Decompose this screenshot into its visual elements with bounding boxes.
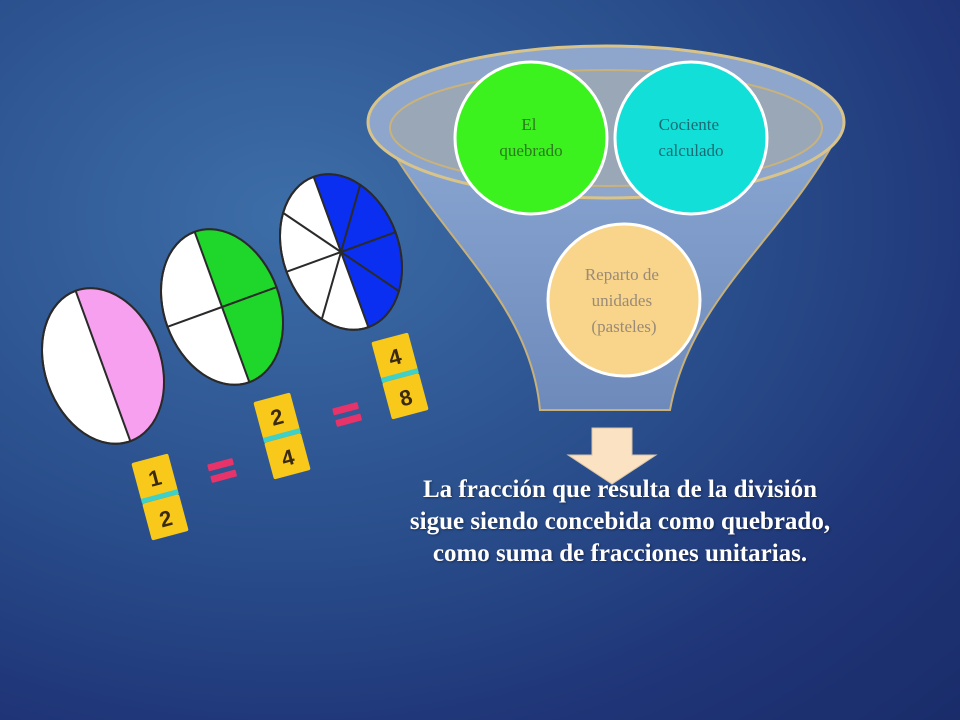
pie-divider: [340, 251, 370, 328]
fraction-card-denominator-box: [382, 373, 429, 420]
fraction-card-denominator-box: [142, 494, 189, 541]
funnel-item-cociente: Cociente calculado: [613, 60, 769, 216]
fraction-card-numerator-box: [253, 392, 300, 439]
pie-eighths: [279, 173, 403, 331]
pie-quarters: [160, 228, 284, 386]
pie-divider: [286, 251, 342, 273]
pie-rim: [279, 173, 403, 331]
pie-divider: [282, 212, 342, 253]
funnel-item-quebrado-label: El quebrado: [499, 115, 562, 160]
pie-divider: [221, 306, 251, 383]
fraction-card-numerator-box: [371, 332, 418, 379]
pie-slice-shaded: [341, 252, 399, 328]
fraction-card-2-4: 2 4: [253, 392, 311, 480]
equals-sign-1: [207, 458, 237, 483]
pie-divider: [221, 286, 277, 308]
equals-bar-bottom: [210, 469, 237, 483]
funnel-item-reparto: Reparto de unidades (pasteles): [546, 222, 702, 378]
down-arrow-icon: [566, 427, 658, 485]
caption: La fracción que resulta de la división s…: [340, 474, 900, 570]
pie-divider: [167, 306, 223, 328]
fraction-bar: [262, 428, 301, 443]
pie-divider: [193, 231, 223, 308]
pie-slice-shaded: [341, 184, 396, 252]
pie-slice-shaded: [313, 174, 361, 252]
pie-divider: [312, 176, 342, 253]
pie-divider: [340, 251, 400, 292]
funnel-item-reparto-circle: [546, 222, 702, 378]
fraction-bar: [140, 489, 179, 504]
caption-line-2: sigue siendo concebida como quebrado,: [409, 508, 831, 535]
equals-bar-top: [332, 402, 359, 416]
pie-divider: [102, 365, 132, 442]
pie-slice-shaded: [222, 287, 283, 383]
pie-slice-shaded: [75, 288, 164, 442]
fraction-card-numerator-box: [131, 453, 178, 500]
pie-rim: [41, 287, 165, 445]
fraction-card-denominator-box: [264, 433, 311, 480]
equals-bar-bottom: [335, 413, 362, 427]
pie-divider: [340, 231, 396, 253]
fraction-bar: [380, 368, 419, 383]
funnel-item-quebrado: El quebrado: [453, 60, 609, 216]
equals-sign-2: [332, 402, 362, 427]
pie-halves: [41, 287, 165, 445]
funnel-item-cociente-label: Cociente calculado: [658, 115, 723, 160]
equals-bar-top: [207, 458, 234, 472]
pie-divider: [340, 184, 362, 253]
funnel-items: El quebrado Cociente calculado Reparto d…: [453, 60, 769, 378]
funnel-item-quebrado-circle: [453, 60, 609, 216]
funnel-item-cociente-circle: [613, 60, 769, 216]
fraction-card-4-8: 4 8: [371, 332, 429, 420]
pie-divider: [320, 251, 342, 320]
fraction-card-1-2: 1 2: [131, 453, 189, 541]
pie-rim: [160, 228, 284, 386]
funnel-item-reparto-label: Reparto de unidades (pasteles): [585, 265, 663, 336]
caption-line-3: como suma de fracciones unitarias.: [432, 540, 808, 567]
caption-line-1: La fracción que resulta de la división: [422, 476, 817, 503]
pie-divider: [74, 290, 104, 367]
